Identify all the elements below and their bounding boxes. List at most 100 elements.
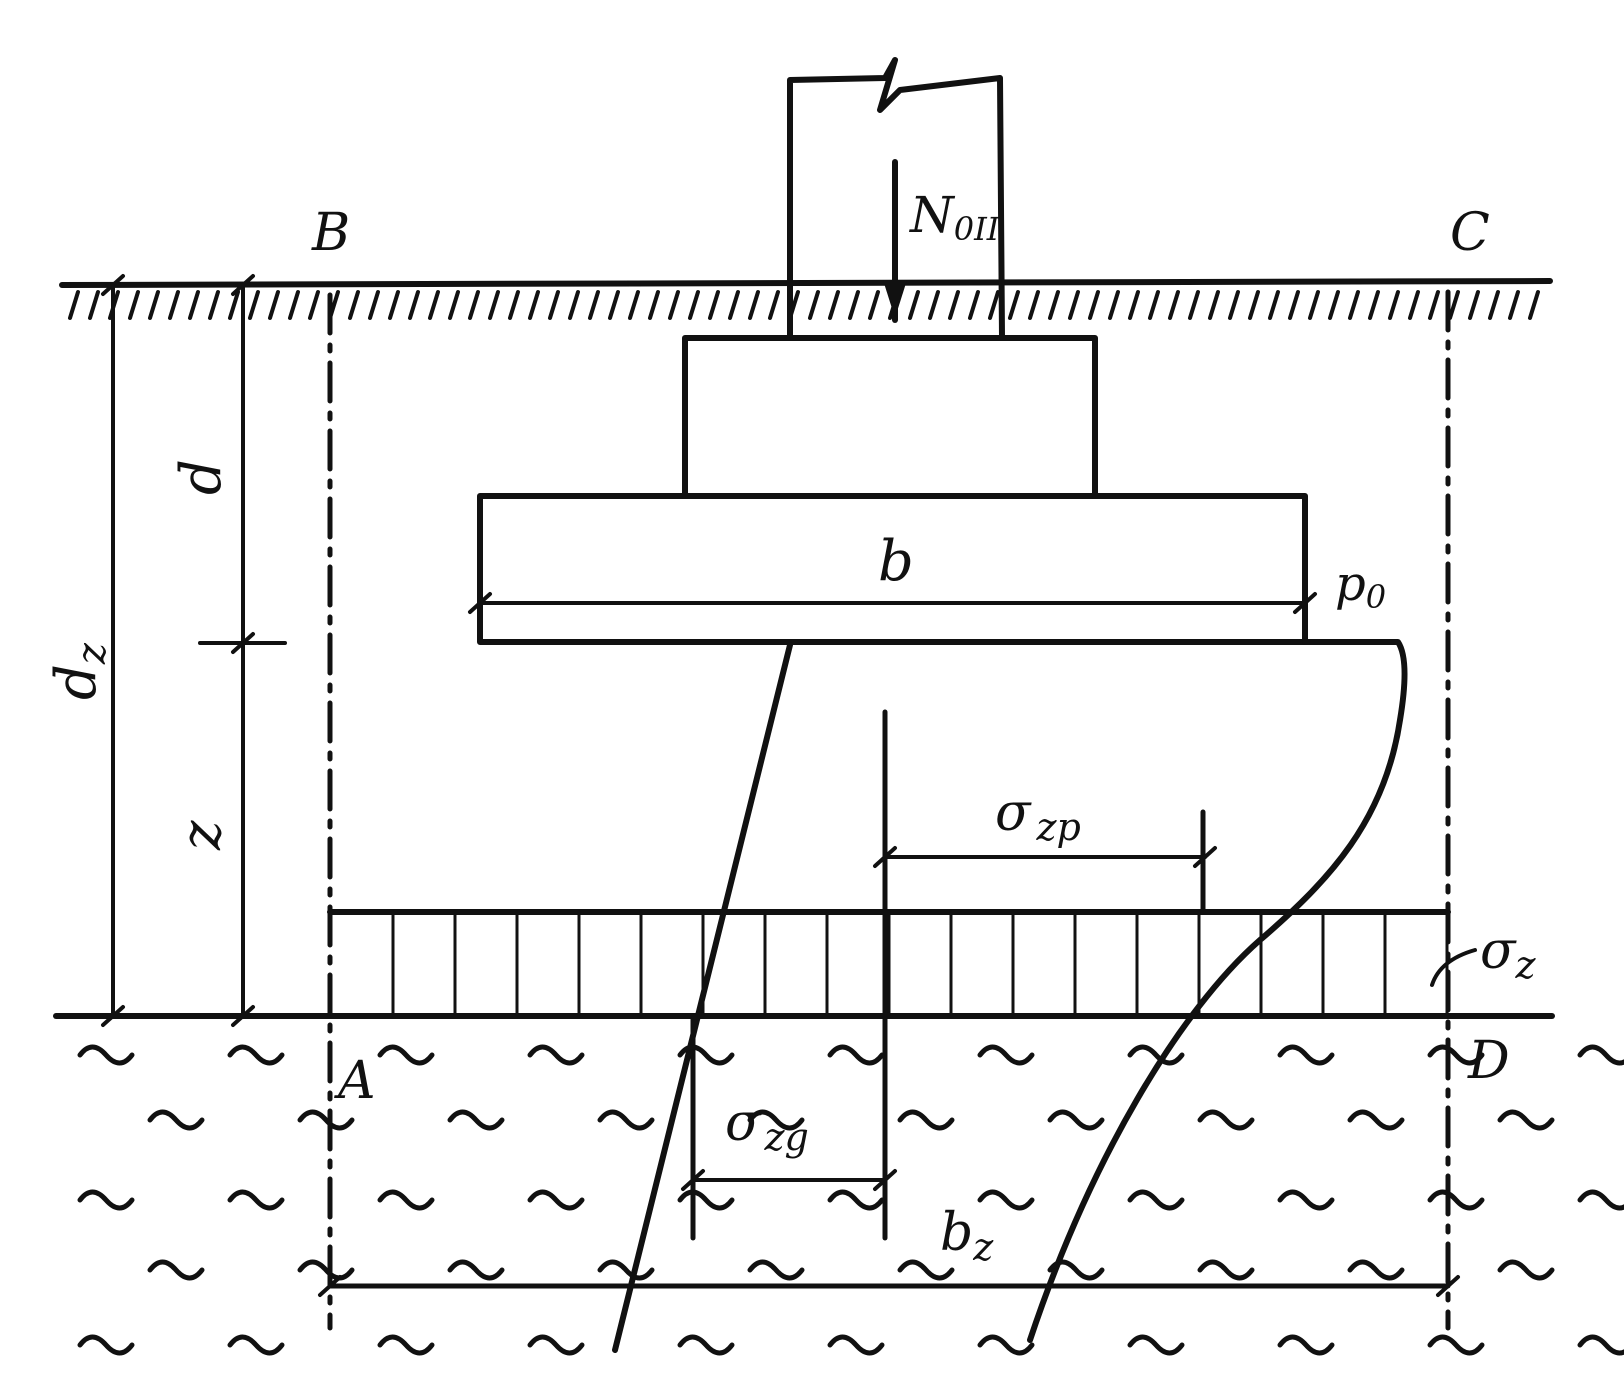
sigma-z-label: σz [1480, 921, 1537, 987]
ground-hatch [1268, 290, 1280, 320]
load-label: N0II [909, 186, 1001, 248]
soil-tilde [1127, 1334, 1185, 1356]
ground-hatch [1508, 290, 1520, 320]
ground-hatch [1168, 290, 1180, 320]
ground-hatch [1288, 290, 1300, 320]
soil-tilde [447, 1109, 505, 1131]
ground-hatch [68, 290, 80, 320]
ground-hatch [588, 290, 600, 320]
ground-hatch [88, 290, 100, 320]
soil-tilde [77, 1334, 135, 1356]
ground-hatch [1528, 290, 1540, 320]
ground-hatch [1108, 290, 1120, 320]
ground-hatch [268, 290, 280, 320]
soil-tilde [77, 1189, 135, 1211]
sigma-zg-dimension [681, 1013, 897, 1241]
soil-tilde [897, 1109, 955, 1131]
ground-hatch [1228, 290, 1240, 320]
ground-hatch [1028, 290, 1040, 320]
soil-tilde [1577, 1334, 1624, 1356]
soil-tilde [1047, 1109, 1105, 1131]
ground-hatching [68, 290, 1540, 320]
ground-hatch [1428, 290, 1440, 320]
ground-hatch [648, 290, 660, 320]
ground-hatch [1088, 290, 1100, 320]
ground-hatch [748, 290, 760, 320]
soil-tilde [597, 1259, 655, 1281]
ground-hatch [528, 290, 540, 320]
soil-tilde [1277, 1044, 1335, 1066]
point-c-label: C [1450, 203, 1490, 263]
soil-tilde [1127, 1189, 1185, 1211]
point-a-label: A [334, 1051, 376, 1111]
soil-tilde [1427, 1189, 1485, 1211]
ground-hatch [148, 290, 160, 320]
ground-hatch [768, 290, 780, 320]
soil-tilde [227, 1044, 285, 1066]
ground-hatch [908, 290, 920, 320]
ground-hatch [828, 290, 840, 320]
load-arrow [883, 159, 907, 323]
soil-tilde [1277, 1189, 1335, 1211]
soil-tilde [527, 1044, 585, 1066]
point-b-label: B [311, 203, 350, 263]
sigma-z-band [327, 909, 1451, 1018]
column [787, 57, 1005, 340]
soil-tilde [1277, 1334, 1335, 1356]
ground-hatch [348, 290, 360, 320]
soil-tilde [977, 1044, 1035, 1066]
ground-hatch [808, 290, 820, 320]
ground-hatch [1068, 290, 1080, 320]
ground-hatch [1368, 290, 1380, 320]
soil-tilde [527, 1334, 585, 1356]
ground-hatch [868, 290, 880, 320]
soil-tilde [1497, 1109, 1555, 1131]
soil-tilde [1427, 1334, 1485, 1356]
ground-hatch [548, 290, 560, 320]
ground-hatch [468, 290, 480, 320]
depth-dz-label: dz [44, 642, 115, 700]
foundation-upper-block [682, 335, 1098, 499]
soil-tilde [77, 1044, 135, 1066]
soil-tilde [147, 1259, 205, 1281]
ground-hatch [288, 290, 300, 320]
depth-z-label: z [169, 820, 234, 851]
ground-hatch [688, 290, 700, 320]
ground-hatch [308, 290, 320, 320]
ground-hatch [1048, 290, 1060, 320]
ground-hatch [448, 290, 460, 320]
ground-hatch [708, 290, 720, 320]
ground-hatch [728, 290, 740, 320]
soil-tilde [597, 1109, 655, 1131]
ground-hatch [1468, 290, 1480, 320]
width-bz-label: bz [940, 1203, 994, 1269]
soil-tilde [677, 1189, 735, 1211]
soil-tilde [297, 1109, 355, 1131]
soil-tilde [977, 1189, 1035, 1211]
ground-hatch [988, 290, 1000, 320]
ground-hatch [168, 290, 180, 320]
sigma-zp-curve [1027, 639, 1408, 1343]
depth-dimensions [101, 274, 287, 1027]
ground-hatch [1188, 290, 1200, 320]
ground-hatch [208, 290, 220, 320]
sigma-z-leader [1430, 948, 1477, 987]
depth-d-label: d [169, 459, 234, 495]
ground-hatch [1208, 290, 1220, 320]
soil-tilde [827, 1189, 885, 1211]
ground-hatch [1348, 290, 1360, 320]
soil-tilde [297, 1259, 355, 1281]
ground-hatch [1328, 290, 1340, 320]
soil-tilde [827, 1044, 885, 1066]
soil-tilde [1047, 1259, 1105, 1281]
pressure-label: p0 [1335, 556, 1386, 616]
soil-tilde [677, 1334, 735, 1356]
soil-tilde [977, 1334, 1035, 1356]
ground-hatch [848, 290, 860, 320]
ground-hatch [488, 290, 500, 320]
ground-hatch [188, 290, 200, 320]
soil-tilde [1197, 1259, 1255, 1281]
ground-hatch [968, 290, 980, 320]
soil-tilde [227, 1189, 285, 1211]
soil-tilde [1347, 1109, 1405, 1131]
